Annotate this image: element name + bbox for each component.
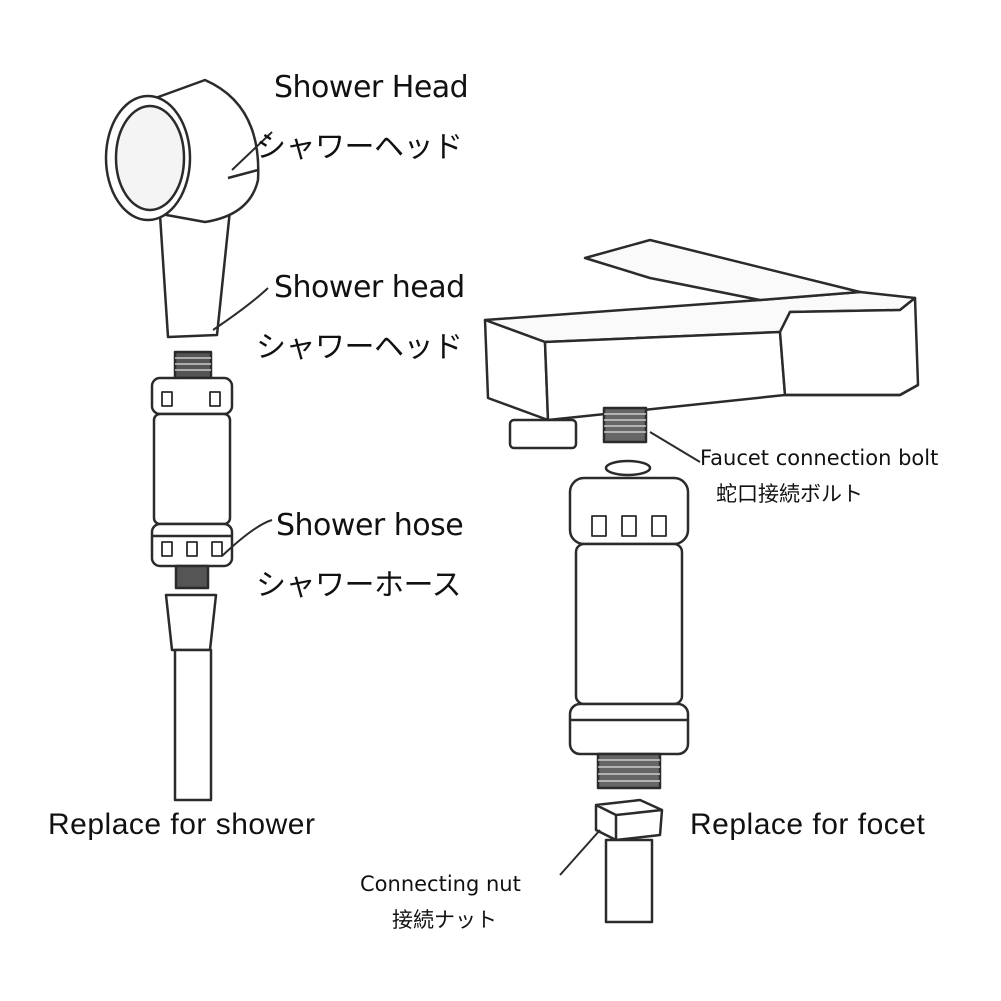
faucet-icon <box>483 238 920 450</box>
shower-hose-icon <box>164 593 218 802</box>
label-shower-head-connection-ja: シャワーヘッド <box>256 330 463 365</box>
label-shower-head-ja: シャワーヘッド <box>256 130 463 165</box>
label-connecting-nut-ja: 接続ナット <box>392 908 497 932</box>
shower-head-icon <box>104 78 260 339</box>
leader-lines <box>212 131 701 876</box>
right-filter-icon <box>568 459 690 790</box>
caption-shower: Replace for shower <box>48 808 316 841</box>
label-connecting-nut: Connecting nut <box>360 872 521 896</box>
label-faucet-bolt: Faucet connection bolt <box>700 446 939 470</box>
label-shower-head: Shower Head <box>274 70 469 105</box>
connecting-nut-icon <box>594 798 664 924</box>
label-shower-hose-ja: シャワーホース <box>256 568 462 603</box>
left-filter-icon <box>150 350 234 590</box>
label-faucet-bolt-ja: 蛇口接続ボルト <box>716 482 863 506</box>
caption-faucet: Replace for focet <box>690 808 926 841</box>
label-shower-hose: Shower hose <box>276 508 464 543</box>
label-shower-head-connection: Shower head <box>274 270 465 305</box>
